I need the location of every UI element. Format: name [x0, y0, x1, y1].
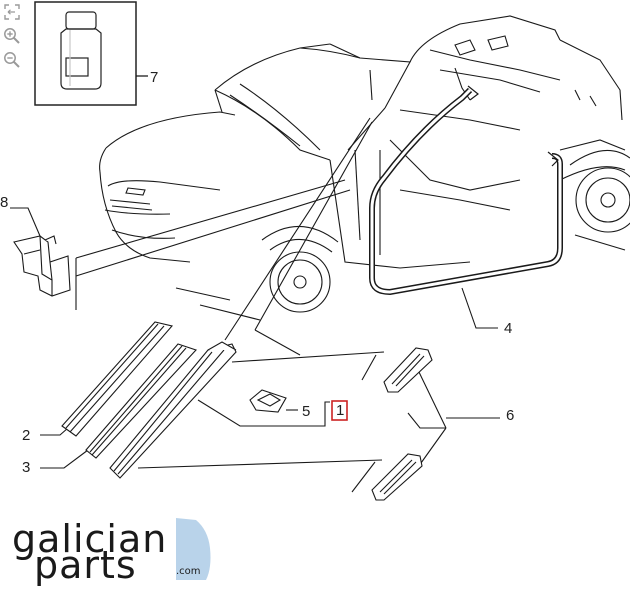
- callout-3: 3: [22, 459, 30, 476]
- bottle-inset: [34, 1, 148, 106]
- callout-2: 2: [22, 427, 30, 444]
- callout-1: 1: [336, 402, 344, 419]
- clip-drawing[interactable]: [249, 389, 287, 413]
- sealant-bottle-drawing[interactable]: [60, 11, 102, 90]
- callout-7: 7: [150, 69, 158, 86]
- zoom-out-icon[interactable]: [2, 50, 22, 70]
- car-body-drawing: [99, 15, 630, 321]
- callout-4: 4: [504, 320, 512, 337]
- rubber-pads[interactable]: [371, 347, 433, 501]
- callout-6: 6: [506, 407, 514, 424]
- logo-line-2: parts: [34, 543, 137, 587]
- callout-8: 8: [0, 194, 8, 211]
- highlight-box[interactable]: [331, 400, 348, 421]
- leader-lines: [10, 75, 500, 493]
- bracket-drawing[interactable]: [13, 235, 71, 297]
- galicianparts-logo: galician parts .com: [12, 517, 211, 587]
- callout-labels: 7 8 4 5 6 2 3 1: [0, 69, 514, 476]
- zoom-in-icon[interactable]: [2, 26, 22, 46]
- callout-5: 5: [302, 403, 310, 420]
- door-seal-drawing[interactable]: [369, 85, 563, 296]
- sill-trim-strips[interactable]: [61, 321, 237, 479]
- logo-domain: .com: [176, 566, 201, 577]
- logo-line-1: galician: [12, 517, 167, 561]
- fullscreen-icon[interactable]: [2, 2, 22, 22]
- logo-accent-shape: [176, 518, 211, 580]
- zoom-toolbar: [2, 2, 26, 70]
